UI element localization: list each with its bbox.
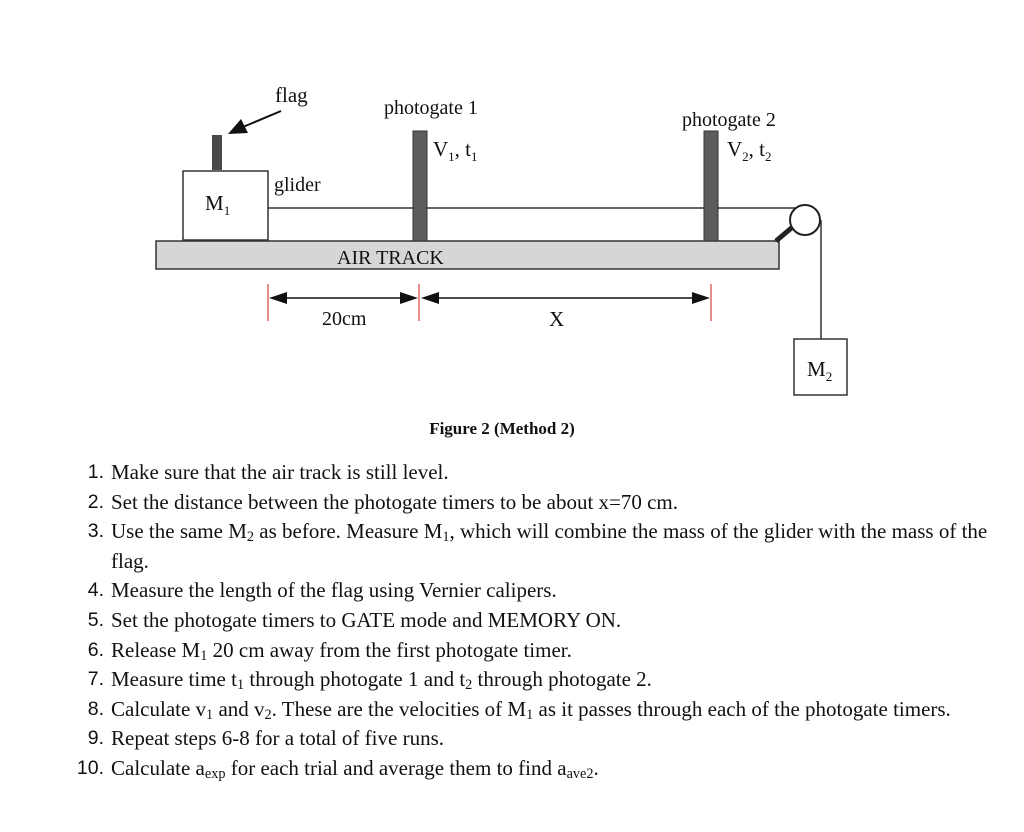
photogate-2-label: photogate 2 <box>682 109 776 131</box>
flag <box>212 135 222 170</box>
step-text: Release M <box>111 637 201 662</box>
step-subscript: 1 <box>206 706 214 723</box>
procedure-step: 9. Repeat steps 6-8 for a total of five r… <box>0 724 990 754</box>
hanging-mass-m2 <box>793 338 848 396</box>
procedure-step: 3. Use the same M2 as before. Measure M1,… <box>0 517 990 576</box>
step-text: and v <box>213 696 265 721</box>
arrowhead-20cm-left <box>269 292 287 304</box>
arrowhead-x-right <box>692 292 710 304</box>
step-subscript: 1 <box>200 647 208 664</box>
step-subscript: ave2 <box>566 766 594 783</box>
step-number: 5. <box>87 608 104 631</box>
procedure-step: 5. Set the photogate timers to GATE mode … <box>0 606 990 636</box>
photogate-2-readings: V2, t2 <box>727 137 772 164</box>
step-subscript: 2 <box>465 677 473 694</box>
step-subscript: 1 <box>236 677 245 694</box>
step-number: 8. <box>87 697 104 720</box>
step-text: Repeat steps 6-8 for a total of five run… <box>111 726 444 751</box>
photogate-1-readings: V1, t1 <box>433 137 478 164</box>
air-track <box>155 240 780 270</box>
step-number: 7. <box>87 668 104 691</box>
step-text: Use the same M <box>111 519 247 544</box>
step-text: Make sure that the air track is still le… <box>111 460 449 484</box>
procedure-step: 10. Calculate aexp for each trial and ave… <box>0 754 990 784</box>
step-text: as it passes through each of the photoga… <box>533 696 951 721</box>
step-number: 3. <box>87 520 104 543</box>
step-subscript: 1 <box>442 529 450 546</box>
flag-pointer-arrowhead <box>228 119 248 134</box>
step-text: as before. Measure M <box>254 519 443 544</box>
procedure-step: 2. Set the distance between the photogate… <box>0 488 990 518</box>
figure-caption: Figure 2 (Method 2) <box>429 419 575 438</box>
step-text: Measure the length of the flag using Ver… <box>111 578 557 603</box>
procedure-step: 7. Measure time t1 through photogate 1 an… <box>0 665 990 695</box>
photogate-1-post <box>412 130 428 242</box>
flag-pointer-line <box>242 110 282 128</box>
step-text: Calculate v <box>111 696 207 721</box>
distance-20cm-label: 20cm <box>322 308 367 330</box>
arrowhead-x-left <box>421 292 439 304</box>
step-number: 4. <box>87 579 104 602</box>
procedure-step: 1. Make sure that the air track is still … <box>0 458 990 488</box>
air-track-diagram: flag glider M1 photogate 1 V1, t1 photog… <box>155 83 848 396</box>
step-text: , which will combine the mass of the gli… <box>111 519 988 573</box>
glider-label: glider <box>274 174 321 196</box>
step-subscript: 2 <box>246 529 255 546</box>
step-subscript: exp <box>204 766 226 783</box>
step-text: through photogate 2. <box>472 667 652 692</box>
procedure-step: 4. Measure the length of the flag using V… <box>0 576 990 606</box>
step-number: 6. <box>87 638 104 661</box>
m2-label: M2 <box>807 357 832 384</box>
air-track-label: AIR TRACK <box>337 247 444 269</box>
step-number: 2. <box>87 490 104 513</box>
step-subscript: 2 <box>264 706 272 723</box>
step-text: . These are the velocities of M <box>271 696 527 721</box>
glider-block-m1 <box>182 170 269 241</box>
step-number: 10. <box>76 756 104 779</box>
procedure-steps: 1. Make sure that the air track is still … <box>0 458 990 784</box>
step-number: 9. <box>87 727 104 750</box>
procedure-step: 8.Calculate v1 and v2. These are the vel… <box>0 695 990 725</box>
photogate-2-post <box>703 130 719 242</box>
step-text: through photogate 1 and t <box>244 667 466 692</box>
photogate-1-label: photogate 1 <box>384 97 478 119</box>
step-text: Set the photogate timers to GATE mode an… <box>111 607 622 632</box>
procedure-step: 6. Release M1 20 cm away from the first p… <box>0 636 990 666</box>
step-text: . <box>593 755 599 780</box>
step-text: Measure time t <box>111 667 237 692</box>
distance-x-label: X <box>549 307 564 331</box>
step-number: 1. <box>87 461 104 483</box>
flag-label: flag <box>275 83 308 107</box>
arrowhead-20cm-right <box>400 292 418 304</box>
step-text: 20 cm away from the first photogate time… <box>207 637 572 662</box>
step-subscript: 1 <box>526 706 534 723</box>
step-text: Calculate a <box>111 755 205 780</box>
step-text: Set the distance between the photogate t… <box>111 489 679 514</box>
step-text: for each trial and average them to find … <box>225 755 567 780</box>
m1-label: M1 <box>205 191 230 218</box>
pulley <box>789 204 821 236</box>
